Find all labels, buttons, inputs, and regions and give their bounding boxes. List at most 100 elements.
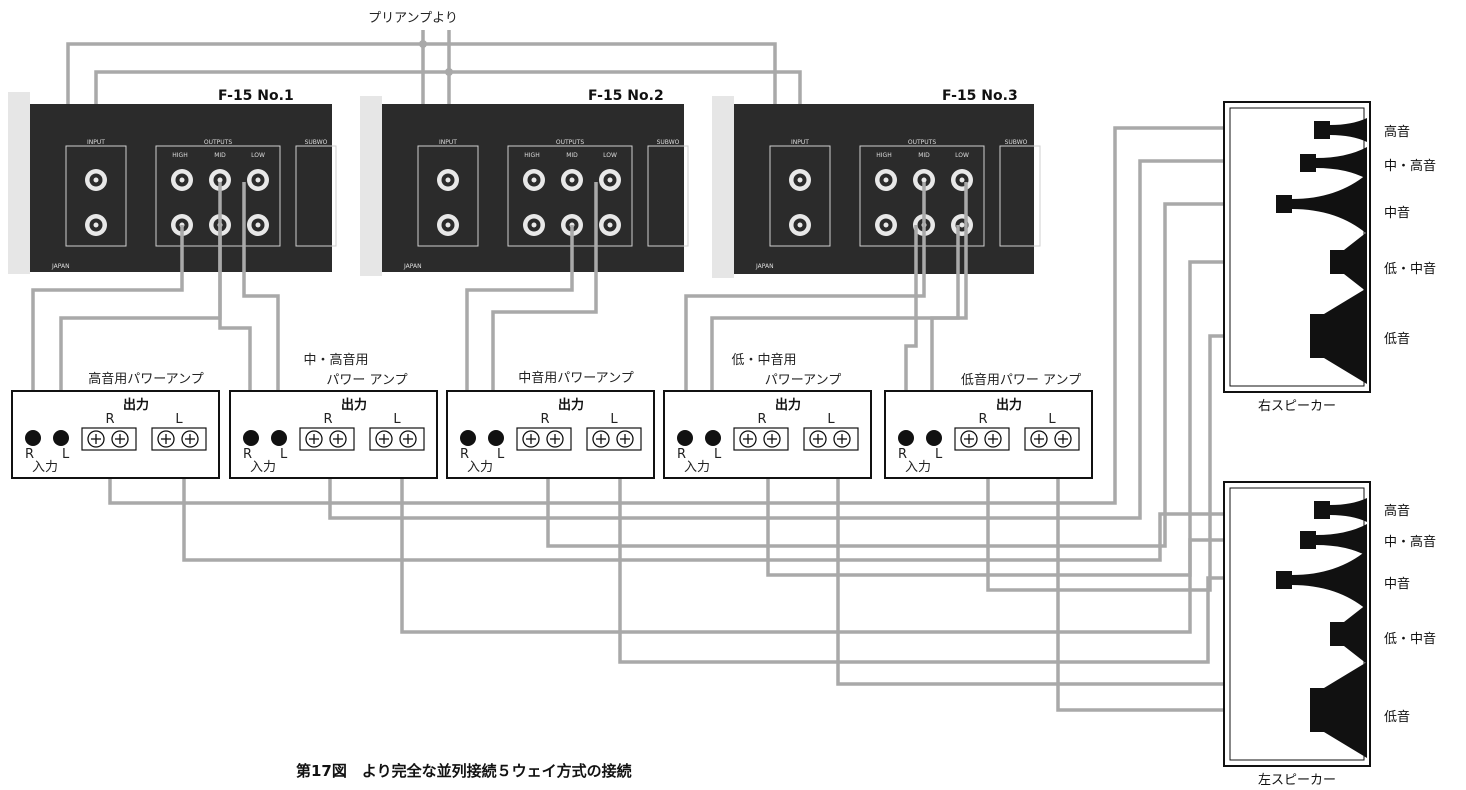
svg-text:LOW: LOW	[251, 152, 265, 159]
crossover-3-jack-input-r	[789, 214, 811, 236]
crossover-2-jack-mid-l	[561, 169, 583, 191]
power-amp-5-terminal-l	[1024, 427, 1080, 451]
power-amp-5-input-label: 入力	[905, 460, 931, 475]
power-amp-5-input-jack-r	[898, 430, 914, 446]
crossover-1-model: F-15 No.1	[218, 88, 294, 104]
crossover-3-jack-low-l	[951, 169, 973, 191]
svg-text:HIGH: HIGH	[172, 152, 187, 159]
power-amp-5-title: 低音用パワー アンプ	[961, 372, 1081, 388]
crossover-2-jack-high-r	[523, 214, 545, 236]
svg-text:SUBWO: SUBWO	[1005, 139, 1028, 146]
crossover-3-model: F-15 No.3	[942, 88, 1018, 104]
svg-text:JAPAN: JAPAN	[51, 263, 70, 270]
power-amp-5-terminal-r	[954, 427, 1010, 451]
power-amp-1-input-label: 入力	[32, 460, 58, 475]
left-speaker-label: 左スピーカー	[1258, 773, 1336, 788]
power-amp-2-terminal-l	[369, 427, 425, 451]
svg-text:MID: MID	[214, 152, 226, 159]
power-amp-2-title-line2: パワー アンプ	[326, 373, 407, 388]
crossover-2-jack-input-l	[437, 169, 459, 191]
crossover-to-amp-wires	[31, 182, 968, 438]
crossover-3-faceplate-left	[712, 96, 734, 278]
svg-text:MID: MID	[566, 152, 578, 159]
right-speaker-driver-3	[1276, 174, 1367, 234]
power-amp-4-input-jack-l	[705, 430, 721, 446]
svg-text:INPUT: INPUT	[87, 139, 105, 146]
svg-text:OUTPUTS: OUTPUTS	[556, 139, 584, 146]
crossover-1-jack-low-l	[247, 169, 269, 191]
svg-text:JAPAN: JAPAN	[403, 263, 422, 270]
crossover-1-jack-input-r	[85, 214, 107, 236]
power-amp-2-title: 中・高音用	[303, 352, 368, 368]
left-speaker-driver-3	[1276, 550, 1367, 610]
power-amp-1-input-l: L	[62, 447, 70, 462]
power-amp-3-input-jack-r	[460, 430, 476, 446]
power-amp-2-input-r: R	[243, 447, 252, 462]
power-amp-5-output-l: L	[1048, 412, 1056, 427]
power-amp-1-output-label: 出力	[123, 397, 149, 413]
right-speaker-driver-1	[1314, 118, 1367, 142]
power-amp-2-input-jack-r	[243, 430, 259, 446]
crossover-2-jack-low-r	[599, 214, 621, 236]
power-amp-2-output-r: R	[323, 412, 332, 427]
crossover-3-jack-input-l	[789, 169, 811, 191]
power-amp-5-output-label: 出力	[996, 397, 1022, 413]
power-amp-3-output-r: R	[540, 412, 549, 427]
power-amp-4-terminal-r	[733, 427, 789, 451]
left-speaker-driver-1	[1314, 498, 1367, 522]
power-amp-1-input-jack-r	[25, 430, 41, 446]
left-speaker-driver-2	[1300, 524, 1367, 556]
left-speaker-driver-5	[1310, 662, 1367, 758]
crossover-2-jack-high-l	[523, 169, 545, 191]
power-amp-3-output-label: 出力	[558, 397, 584, 413]
power-amp-4-output-l: L	[827, 412, 835, 427]
power-amp-5-input-r: R	[898, 447, 907, 462]
power-amp-2-output-label: 出力	[341, 397, 367, 413]
svg-text:MID: MID	[918, 152, 930, 159]
power-amp-2-input-jack-l	[271, 430, 287, 446]
power-amp-3-input-r: R	[460, 447, 469, 462]
power-amp-3-terminal-r	[516, 427, 572, 451]
preamp-label: プリアンプより	[368, 11, 458, 26]
power-amp-4-output-r: R	[757, 412, 766, 427]
right-speaker-driver-1-label: 高音	[1384, 124, 1410, 140]
power-amp-4-input-r: R	[677, 447, 686, 462]
svg-text:INPUT: INPUT	[791, 139, 809, 146]
crossover-3-jack-high-r	[875, 214, 897, 236]
power-amp-4-terminal-l	[803, 427, 859, 451]
right-speaker-driver-4	[1330, 232, 1367, 292]
crossover-3-jack-low-r	[951, 214, 973, 236]
right-speaker-driver-5	[1310, 288, 1367, 384]
power-amp-3-terminal-l	[586, 427, 642, 451]
power-amp-4-input-l: L	[714, 447, 722, 462]
svg-text:JAPAN: JAPAN	[755, 263, 774, 270]
power-amp-1-output-r: R	[105, 412, 114, 427]
power-amp-2-input-l: L	[280, 447, 288, 462]
svg-text:OUTPUTS: OUTPUTS	[908, 139, 936, 146]
crossover-1-jack-low-r	[247, 214, 269, 236]
left-speaker-driver-4-label: 低・中音	[1384, 631, 1436, 647]
crossover-2-jack-low-l	[599, 169, 621, 191]
power-amp-3-input-label: 入力	[467, 460, 493, 475]
right-speaker-driver-3-label: 中音	[1384, 205, 1410, 221]
power-amp-4-input-jack-r	[677, 430, 693, 446]
power-amp-2-terminal-r	[299, 427, 355, 451]
svg-text:OUTPUTS: OUTPUTS	[204, 139, 232, 146]
crossover-2-faceplate-left	[360, 96, 382, 276]
right-speaker: 右スピーカー	[1223, 101, 1371, 414]
svg-text:LOW: LOW	[603, 152, 617, 159]
svg-text:SUBWO: SUBWO	[305, 139, 328, 146]
power-amp-4-output-label: 出力	[775, 397, 801, 413]
power-amp-1-terminal-l	[151, 427, 207, 451]
power-amp-1-output-l: L	[175, 412, 183, 427]
power-amp-3-input-l: L	[497, 447, 505, 462]
power-amp-4-input-label: 入力	[684, 460, 710, 475]
